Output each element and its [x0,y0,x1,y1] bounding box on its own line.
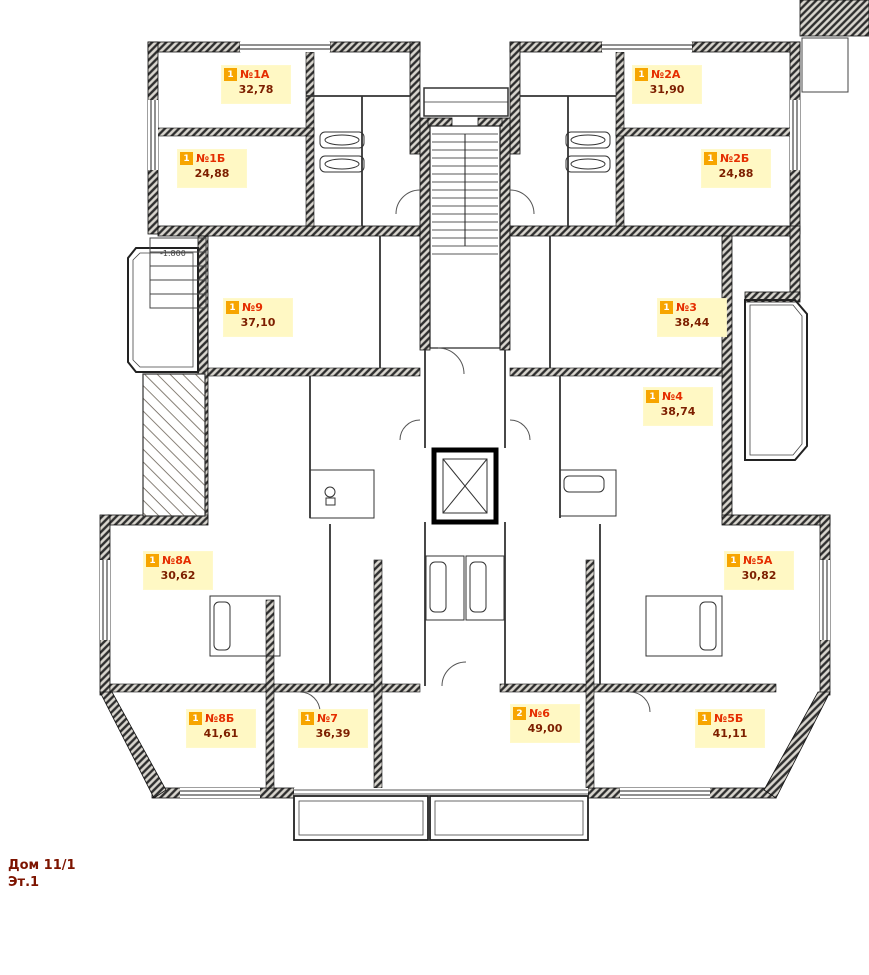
room-count-badge: 1 [704,152,717,165]
partition-walls [209,95,723,686]
apartment-label: 1 №2А 31,90 [633,66,701,103]
apartment-label: 1 №8Б 41,61 [187,710,255,747]
windows [100,42,830,798]
doors [299,189,651,713]
floor-name: Эт.1 [8,874,40,890]
room-count-badge: 2 [513,707,526,720]
level-mark-text: -1.800 [160,249,186,258]
apartment-number: №1Б [196,152,226,165]
apartment-label: 1 №8А 30,62 [144,552,212,589]
stairwell [429,125,501,349]
apartment-area: 41,61 [203,727,239,740]
terrace-hatch [142,373,206,517]
apartment-area: 30,62 [160,569,196,582]
bathroom-fixtures [213,131,717,651]
apartment-number: №9 [242,301,263,314]
room-count-badge: 1 [301,712,314,725]
room-count-badge: 1 [727,554,740,567]
room-count-badge: 1 [180,152,193,165]
apartment-label: 1 №5Б 41,11 [696,710,764,747]
room-count-badge: 1 [146,554,159,567]
apartment-area: 37,10 [240,316,276,329]
apartment-label: 1 №7 36,39 [299,710,367,747]
apartment-area: 30,82 [741,569,777,582]
apartment-area: 41,11 [712,727,748,740]
entrance-porch [423,87,509,117]
room-count-badge: 1 [224,68,237,81]
apartment-label: 1 №5А 30,82 [725,552,793,589]
apartment-number: №7 [317,712,338,725]
apartment-area: 24,88 [718,167,754,180]
apartment-number: №1А [240,68,270,81]
room-count-badge: 1 [635,68,648,81]
apartment-number: №2А [651,68,681,81]
room-count-badge: 1 [646,390,659,403]
apartment-area: 36,39 [315,727,351,740]
room-count-badge: 1 [660,301,673,314]
apartment-area: 24,88 [194,167,230,180]
apartment-label: 1 №1Б 24,88 [178,150,246,187]
building-name: Дом 11/1 [8,858,76,873]
apartment-label: 1 №4 38,74 [644,388,712,425]
balconies [293,795,589,841]
room-count-badge: 1 [698,712,711,725]
apartment-number: №5Б [714,712,744,725]
apartment-number: №5А [743,554,773,567]
apartment-area: 38,44 [674,316,710,329]
apartment-number: №3 [676,301,697,314]
elevator-cab [442,458,488,514]
apartment-number: №8А [162,554,192,567]
apartment-label: 1 №3 38,44 [658,299,726,336]
elevator-shaft [431,447,499,525]
apartment-area: 31,90 [649,83,685,96]
apartment-label: 1 №9 37,10 [224,299,292,336]
apartment-label: 1 №1А 32,78 [222,66,290,103]
apartment-number: №6 [529,707,550,720]
apartment-label: 1 №2Б 24,88 [702,150,770,187]
exterior-stairs [149,237,207,309]
drawing-title: Дом 11/1 Эт.1 [8,858,76,892]
interior-walls [109,51,793,789]
apartment-number: №4 [662,390,683,403]
apartment-area: 49,00 [527,722,563,735]
apartment-label: 2 №6 49,00 [511,705,579,742]
apartment-number: №2Б [720,152,750,165]
bay-windows [127,247,808,461]
apartment-area: 32,78 [238,83,274,96]
apartment-area: 38,74 [660,405,696,418]
room-count-badge: 1 [189,712,202,725]
room-count-badge: 1 [226,301,239,314]
adjacent-building [799,0,869,93]
apartment-number: №8Б [205,712,235,725]
